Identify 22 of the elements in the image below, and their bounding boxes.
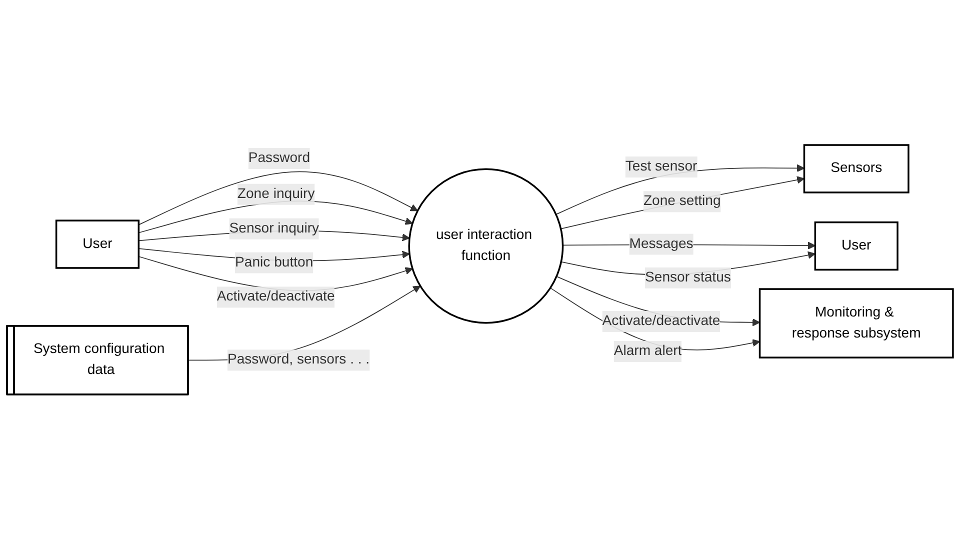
arrow [550, 287, 760, 350]
node-box: Monitoring & response subsystem [758, 288, 954, 358]
node-circle: user interaction function [408, 168, 564, 324]
edge-label: Zone inquiry [237, 186, 315, 202]
node-box: User [814, 221, 898, 270]
edge-label: Password [248, 150, 310, 166]
edge-label: Panic button [235, 254, 314, 270]
edge-label: Alarm alert [614, 343, 682, 358]
edge-label: Sensor status [645, 270, 731, 285]
arrow [560, 176, 805, 229]
edge-label: Sensor inquiry [229, 220, 320, 236]
arrow [556, 164, 805, 215]
arrow [138, 171, 418, 226]
edge-label: Activate/deactivate [216, 289, 335, 304]
arrow [188, 285, 421, 360]
edge-label: Test sensor [625, 158, 698, 174]
node-box: Sensors [803, 144, 910, 194]
edge-label: Password, sensors . . . [227, 352, 370, 367]
edge-label: Messages [629, 236, 694, 252]
node-box: User [55, 219, 140, 269]
edge-label: Zone setting [643, 194, 721, 208]
edge-label: Activate/deactivate [602, 313, 720, 328]
